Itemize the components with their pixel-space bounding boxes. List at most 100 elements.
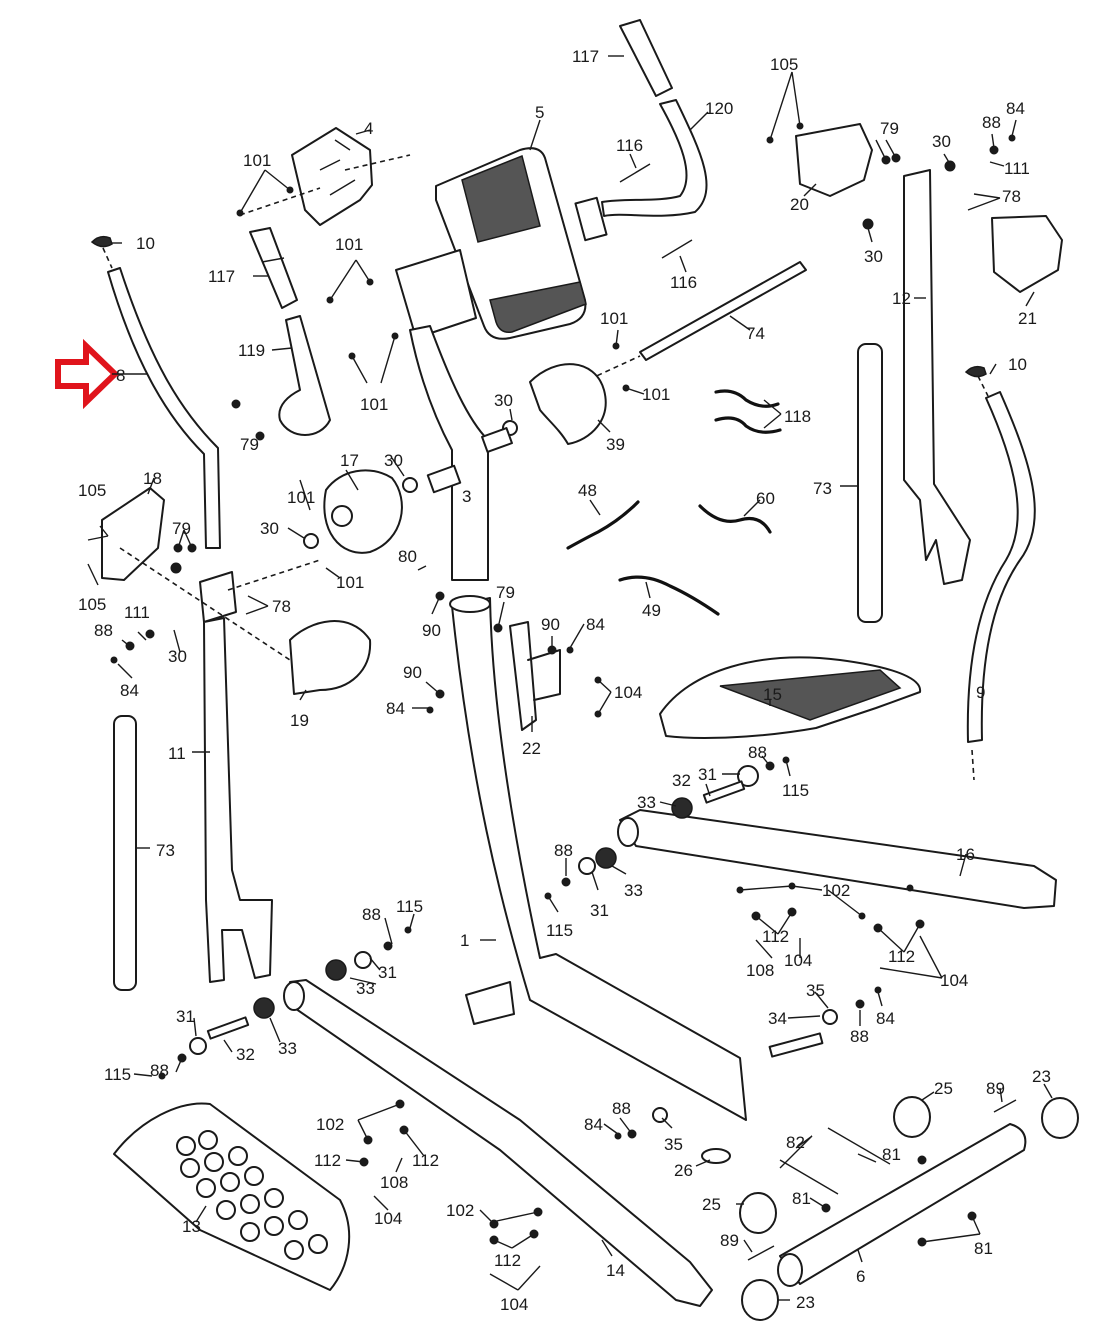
part-label-90[interactable]: 90: [422, 621, 441, 640]
part-label-115[interactable]: 115: [396, 897, 423, 916]
part-label-81[interactable]: 81: [974, 1239, 993, 1258]
part-label-79[interactable]: 79: [172, 519, 191, 538]
part-label-5[interactable]: 5: [535, 103, 544, 122]
part-label-23[interactable]: 23: [1032, 1067, 1051, 1086]
part-label-15[interactable]: 15: [763, 685, 782, 704]
part-label-101[interactable]: 101: [335, 235, 363, 254]
part-label-81[interactable]: 81: [882, 1145, 901, 1164]
part-label-88[interactable]: 88: [554, 841, 573, 860]
part-label-3[interactable]: 3: [462, 487, 471, 506]
part-label-105[interactable]: 105: [770, 55, 798, 74]
part-label-60[interactable]: 60: [756, 489, 775, 508]
part-label-25[interactable]: 25: [702, 1195, 721, 1214]
part-label-84[interactable]: 84: [584, 1115, 603, 1134]
part-label-18[interactable]: 18: [143, 469, 162, 488]
part-label-49[interactable]: 49: [642, 601, 661, 620]
part-label-30[interactable]: 30: [384, 451, 403, 470]
part-label-32[interactable]: 32: [236, 1045, 255, 1064]
part-label-112[interactable]: 112: [888, 947, 915, 966]
part-label-82[interactable]: 82: [786, 1133, 805, 1152]
part-label-10[interactable]: 10: [136, 234, 155, 253]
part-label-105[interactable]: 105: [78, 595, 106, 614]
part-label-117[interactable]: 117: [208, 267, 235, 286]
part-label-115[interactable]: 115: [546, 921, 573, 940]
part-label-101[interactable]: 101: [336, 573, 364, 592]
part-label-12[interactable]: 12: [892, 289, 911, 308]
part-label-111[interactable]: 111: [1004, 159, 1030, 178]
part-label-10[interactable]: 10: [1008, 355, 1027, 374]
part-label-88[interactable]: 88: [982, 113, 1001, 132]
part-label-89[interactable]: 89: [720, 1231, 739, 1250]
part-label-1[interactable]: 1: [460, 931, 469, 950]
part-label-88[interactable]: 88: [94, 621, 113, 640]
part-label-115[interactable]: 115: [104, 1065, 131, 1084]
part-label-14[interactable]: 14: [606, 1261, 625, 1280]
part-label-80[interactable]: 80: [398, 547, 417, 566]
part-label-105[interactable]: 105: [78, 481, 106, 500]
part-label-112[interactable]: 112: [494, 1251, 521, 1270]
part-label-88[interactable]: 88: [612, 1099, 631, 1118]
part-label-31[interactable]: 31: [590, 901, 609, 920]
part-label-102[interactable]: 102: [822, 881, 850, 900]
part-label-16[interactable]: 16: [956, 845, 975, 864]
part-label-30[interactable]: 30: [168, 647, 187, 666]
part-label-115[interactable]: 115: [782, 781, 809, 800]
part-label-32[interactable]: 32: [672, 771, 691, 790]
part-label-88[interactable]: 88: [850, 1027, 869, 1046]
part-label-30[interactable]: 30: [932, 132, 951, 151]
part-label-84[interactable]: 84: [120, 681, 139, 700]
part-label-84[interactable]: 84: [386, 699, 405, 718]
part-label-13[interactable]: 13: [182, 1217, 201, 1236]
part-label-88[interactable]: 88: [748, 743, 767, 762]
part-label-102[interactable]: 102: [446, 1201, 474, 1220]
part-label-30[interactable]: 30: [494, 391, 513, 410]
part-label-101[interactable]: 101: [642, 385, 670, 404]
part-label-33[interactable]: 33: [278, 1039, 297, 1058]
part-label-101[interactable]: 101: [360, 395, 388, 414]
part-label-108[interactable]: 108: [380, 1173, 408, 1192]
part-label-25[interactable]: 25: [934, 1079, 953, 1098]
part-label-73[interactable]: 73: [156, 841, 175, 860]
part-label-88[interactable]: 88: [362, 905, 381, 924]
part-label-101[interactable]: 101: [600, 309, 628, 328]
part-label-102[interactable]: 102: [316, 1115, 344, 1134]
part-label-101[interactable]: 101: [287, 488, 315, 507]
part-label-84[interactable]: 84: [876, 1009, 895, 1028]
part-label-81[interactable]: 81: [792, 1189, 811, 1208]
part-label-4[interactable]: 4: [364, 119, 373, 138]
part-label-31[interactable]: 31: [176, 1007, 195, 1026]
part-label-23[interactable]: 23: [796, 1293, 815, 1312]
part-label-90[interactable]: 90: [541, 615, 560, 634]
part-label-104[interactable]: 104: [784, 951, 812, 970]
part-label-116[interactable]: 116: [616, 136, 643, 155]
part-label-117[interactable]: 117: [572, 47, 599, 66]
part-label-30[interactable]: 30: [864, 247, 883, 266]
part-label-78[interactable]: 78: [272, 597, 291, 616]
part-label-112[interactable]: 112: [762, 927, 789, 946]
part-label-33[interactable]: 33: [624, 881, 643, 900]
part-label-34[interactable]: 34: [768, 1009, 787, 1028]
part-label-22[interactable]: 22: [522, 739, 541, 758]
part-label-19[interactable]: 19: [290, 711, 309, 730]
part-label-8[interactable]: 8: [116, 366, 125, 385]
part-label-74[interactable]: 74: [746, 324, 765, 343]
part-label-31[interactable]: 31: [378, 963, 397, 982]
part-label-101[interactable]: 101: [243, 151, 271, 170]
part-label-9[interactable]: 9: [976, 683, 985, 702]
part-label-104[interactable]: 104: [500, 1295, 528, 1314]
part-label-104[interactable]: 104: [374, 1209, 402, 1228]
part-label-21[interactable]: 21: [1018, 309, 1037, 328]
part-label-17[interactable]: 17: [340, 451, 359, 470]
part-label-79[interactable]: 79: [240, 435, 259, 454]
part-label-78[interactable]: 78: [1002, 187, 1021, 206]
part-label-90[interactable]: 90: [403, 663, 422, 682]
part-label-73[interactable]: 73: [813, 479, 832, 498]
part-label-120[interactable]: 120: [705, 99, 733, 118]
part-label-119[interactable]: 119: [238, 341, 265, 360]
part-label-35[interactable]: 35: [806, 981, 825, 1000]
part-label-39[interactable]: 39: [606, 435, 625, 454]
part-label-111[interactable]: 111: [124, 603, 150, 622]
part-label-108[interactable]: 108: [746, 961, 774, 980]
part-label-30[interactable]: 30: [260, 519, 279, 538]
part-label-33[interactable]: 33: [356, 979, 375, 998]
